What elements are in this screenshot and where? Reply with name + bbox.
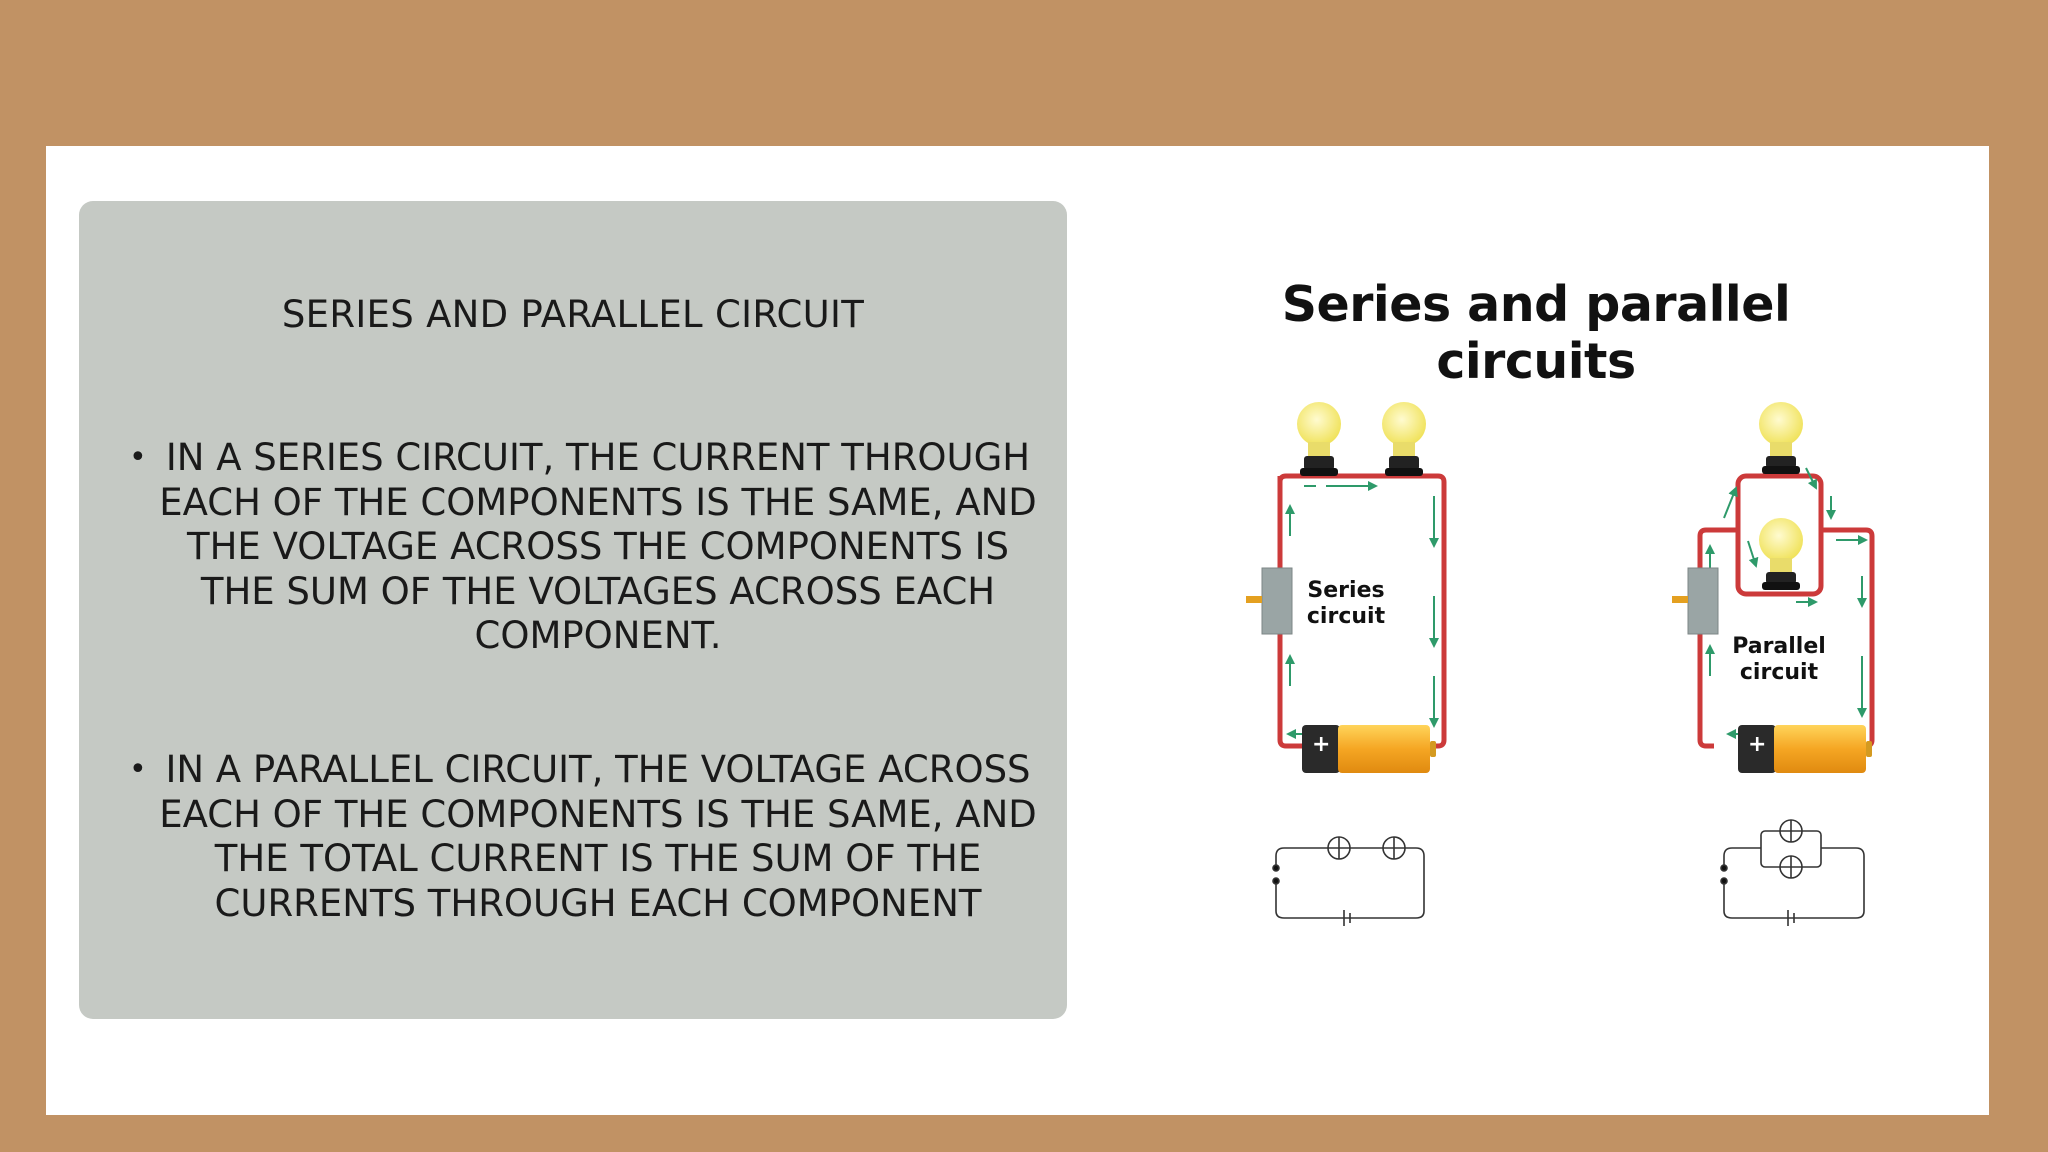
- series-circuit-label: Series circuit: [1286, 578, 1406, 630]
- bullet-line: COMPONENT.: [474, 614, 722, 657]
- panel-title: SERIES AND PARALLEL CIRCUIT: [281, 293, 865, 336]
- text-panel: SERIES AND PARALLEL CIRCUIT • IN A SERIE…: [79, 201, 1067, 1019]
- bullet-line: EACH OF THE COMPONENTS IS THE SAME, AND: [159, 480, 1037, 524]
- light-bulb-icon: [1297, 402, 1341, 476]
- parallel-label-line: Parallel: [1732, 634, 1826, 659]
- circuits-figure: Series and parallel circuits Series circ…: [1176, 256, 1896, 966]
- series-schematic: [1272, 836, 1425, 926]
- switch-icon: [1246, 567, 1293, 635]
- bullet-line: THE VOLTAGE ACROSS THE COMPONENTS IS: [187, 525, 1009, 568]
- parallel-schematic: [1720, 819, 1865, 926]
- bullet-series: • IN A SERIES CIRCUIT, THE CURRENT THROU…: [129, 436, 1067, 659]
- bullet-parallel: • IN A PARALLEL CIRCUIT, THE VOLTAGE ACR…: [129, 748, 1067, 926]
- bullet-line: CURRENTS THROUGH EACH COMPONENT: [214, 881, 982, 925]
- light-bulb-icon: [1759, 402, 1803, 474]
- battery-icon: [1738, 725, 1872, 773]
- bullet-line: EACH OF THE COMPONENTS IS THE SAME, AND: [159, 792, 1037, 836]
- series-label-line: circuit: [1306, 604, 1386, 629]
- bullet-line: IN A PARALLEL CIRCUIT, THE VOLTAGE ACROS…: [165, 748, 1031, 791]
- bullet-line: THE TOTAL CURRENT IS THE SUM OF THE: [214, 837, 982, 880]
- switch-icon: [1672, 567, 1719, 635]
- parallel-circuit: [1672, 402, 1875, 773]
- bullet-dot-icon: •: [129, 752, 147, 787]
- battery-plus-parallel: +: [1748, 732, 1767, 757]
- light-bulb-icon: [1382, 402, 1426, 476]
- parallel-label-line: circuit: [1739, 660, 1819, 685]
- bullet-line: IN A SERIES CIRCUIT, THE CURRENT THROUGH: [165, 436, 1031, 479]
- series-circuit: [1246, 402, 1447, 773]
- bullet-line: THE SUM OF THE VOLTAGES ACROSS EACH: [200, 569, 996, 613]
- battery-icon: [1302, 725, 1436, 773]
- figure-title: Series and parallel circuits: [1281, 276, 1791, 390]
- circuits-illustration: [1246, 402, 1875, 926]
- bullet-dot-icon: •: [129, 440, 147, 475]
- slide: SERIES AND PARALLEL CIRCUIT • IN A SERIE…: [46, 146, 1989, 1115]
- battery-plus-series: +: [1312, 732, 1331, 757]
- parallel-circuit-label: Parallel circuit: [1714, 634, 1844, 686]
- series-label-line: Series: [1307, 578, 1385, 603]
- light-bulb-icon: [1759, 518, 1803, 590]
